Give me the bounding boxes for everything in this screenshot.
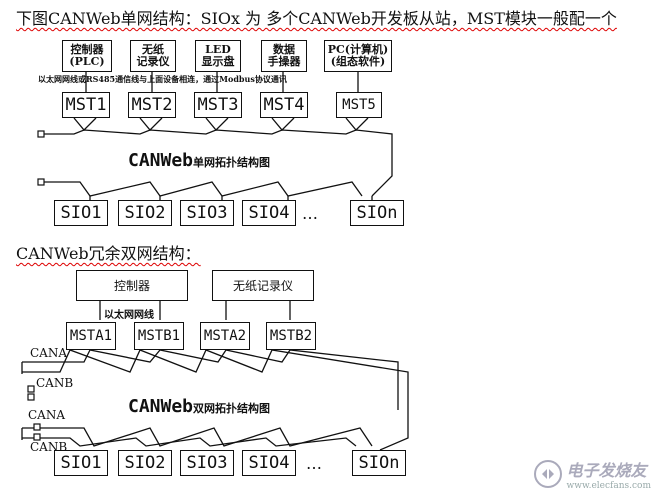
- master-mst5: MST5: [336, 92, 382, 118]
- ethernet-label: 以太网网线: [104, 310, 154, 321]
- slave-sio4: SIO4: [242, 200, 296, 226]
- device-pc-config-software: PC(计算机) (组态软件): [324, 40, 392, 72]
- single-topology-label: CANWeb单网拓扑结构图: [128, 150, 271, 171]
- device-paperless-recorder: 无纸 记录仪: [130, 40, 176, 72]
- slave-sio1: SIO1: [54, 200, 108, 226]
- slave-dual-sio2: SIO2: [118, 450, 172, 476]
- device-plc: 控制器 (PLC): [62, 40, 112, 72]
- slave-dual-sio1: SIO1: [54, 450, 108, 476]
- master-mst4: MST4: [260, 92, 308, 118]
- device-controller: 控制器: [76, 270, 188, 301]
- slave-sion: SIOn: [350, 200, 404, 226]
- master-mstb2: MSTB2: [266, 322, 316, 350]
- device-led-display: LED 显示盘: [195, 40, 241, 72]
- slave-dual-ellipsis: …: [306, 454, 322, 473]
- device-paperless-recorder-2: 无纸记录仪: [212, 270, 314, 301]
- master-msta2: MSTA2: [200, 322, 250, 350]
- master-mstb1: MSTB1: [134, 322, 184, 350]
- master-msta1: MSTA1: [66, 322, 116, 350]
- watermark-text: 电子发烧友: [566, 461, 647, 480]
- watermark: 电子发烧友 www.elecfans.com: [533, 457, 651, 491]
- bus-note: 以太网网线或RS485通信线与上面设备相连，通过Modbus协议通讯: [38, 74, 287, 84]
- slave-sio2: SIO2: [118, 200, 172, 226]
- watermark-logo-icon: [533, 460, 562, 488]
- slave-dual-sion: SIOn: [352, 450, 406, 476]
- master-mst2: MST2: [128, 92, 176, 118]
- slave-sio3: SIO3: [180, 200, 234, 226]
- heading-single-network: 下图CANWeb单网结构：SIOx 为 多个CANWeb开发板从站，MST模块一…: [16, 9, 617, 28]
- slave-ellipsis: …: [302, 204, 318, 223]
- heading-dual-network: CANWeb冗余双网结构：: [16, 244, 201, 263]
- bus-cana-label: CANA: [30, 346, 68, 360]
- device-handheld-operator: 数据 手操器: [261, 40, 307, 72]
- master-mst3: MST3: [194, 92, 242, 118]
- watermark-url: www.elecfans.com: [566, 481, 651, 491]
- slave-dual-sio3: SIO3: [180, 450, 234, 476]
- bus-cana-label-2: CANA: [28, 408, 66, 422]
- slave-dual-sio4: SIO4: [242, 450, 296, 476]
- master-mst1: MST1: [62, 92, 110, 118]
- bus-canb-label: CANB: [36, 376, 74, 390]
- dual-topology-label: CANWeb双网拓扑结构图: [128, 396, 271, 417]
